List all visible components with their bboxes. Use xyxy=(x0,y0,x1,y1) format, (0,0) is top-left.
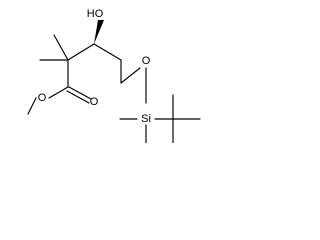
bond-carbonyl-double-b xyxy=(66,90,90,104)
bond-c3-c4 xyxy=(93,43,122,61)
stereo-wedge-bond xyxy=(94,20,104,44)
silyl-ether-oxygen-label: O xyxy=(142,55,151,67)
bond-c5-silyl-oxygen xyxy=(120,67,141,84)
methoxy-oxygen-label: O xyxy=(38,92,47,104)
bond-carbonyl-ester-oxygen xyxy=(48,86,69,99)
bond-c2-c3 xyxy=(67,43,95,61)
bond-carbonyl-double-a xyxy=(68,86,92,100)
bond-c2-methyl-up xyxy=(53,34,69,61)
atom-labels: HO O O O Si xyxy=(38,8,151,125)
carbonyl-oxygen-label: O xyxy=(90,96,99,108)
bond-ester-oxygen-methyl xyxy=(27,97,37,115)
silicon-label: Si xyxy=(141,113,151,125)
bond-network xyxy=(27,34,201,143)
hydroxyl-label: HO xyxy=(87,8,104,20)
chemical-structure: HO O O O Si xyxy=(27,8,201,143)
